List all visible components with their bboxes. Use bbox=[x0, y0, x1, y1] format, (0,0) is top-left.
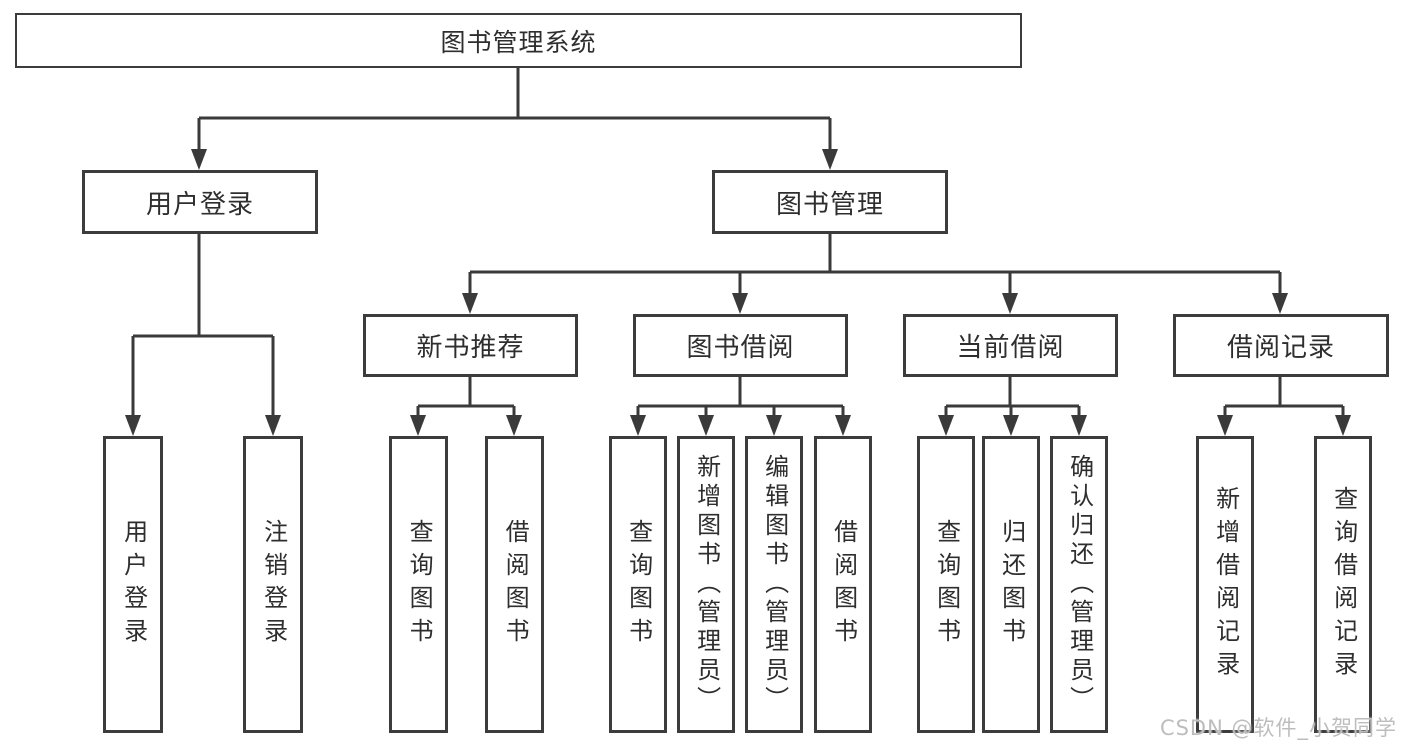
leaf-label: 注销登录 bbox=[259, 518, 288, 651]
leaf-label: 借阅图书 bbox=[829, 518, 858, 651]
arrowhead-down-icon bbox=[835, 415, 851, 436]
arrowhead-down-icon bbox=[191, 149, 207, 170]
leaf-add-borrow-record: 新增借阅记录 bbox=[1196, 436, 1254, 733]
connector-spine bbox=[946, 377, 1079, 408]
leaf-label: 确认归还（管理员） bbox=[1065, 454, 1094, 715]
connector-spine bbox=[418, 377, 514, 408]
leaf-label: 查询借阅记录 bbox=[1329, 485, 1358, 684]
arrowhead-down-icon bbox=[822, 149, 838, 170]
arrowhead-down-icon bbox=[1002, 293, 1018, 314]
arrowhead-down-icon bbox=[1003, 415, 1019, 436]
leaf-logout: 注销登录 bbox=[243, 436, 303, 733]
node-book-borrowing: 图书借阅 bbox=[633, 314, 848, 377]
arrowhead-down-icon bbox=[410, 415, 426, 436]
arrowhead-down-icon bbox=[1071, 415, 1087, 436]
leaf-query-books-current: 查询图书 bbox=[917, 436, 975, 733]
node-borrowing-records: 借阅记录 bbox=[1173, 314, 1389, 377]
node-label: 当前借阅 bbox=[956, 333, 1065, 363]
arrowhead-down-icon bbox=[732, 293, 748, 314]
leaf-edit-book-admin: 编辑图书（管理员） bbox=[745, 436, 803, 733]
node-user-login: 用户登录 bbox=[82, 170, 318, 234]
arrowhead-down-icon bbox=[1272, 293, 1288, 314]
node-label: 新书推荐 bbox=[416, 333, 525, 363]
node-current-borrowing: 当前借阅 bbox=[903, 314, 1118, 377]
node-label: 图书借阅 bbox=[686, 333, 795, 363]
arrowhead-down-icon bbox=[462, 293, 478, 314]
arrowhead-down-icon bbox=[698, 415, 714, 436]
connector-spine bbox=[1225, 377, 1343, 408]
leaf-borrow-books-borrowing: 借阅图书 bbox=[814, 436, 872, 733]
leaf-borrow-books-recommend: 借阅图书 bbox=[485, 436, 544, 733]
connector-spine bbox=[133, 234, 273, 338]
leaf-label: 用户登录 bbox=[119, 518, 148, 651]
leaf-label: 新增借阅记录 bbox=[1211, 485, 1240, 684]
leaf-add-book-admin: 新增图书（管理员） bbox=[677, 436, 735, 733]
connector-spine bbox=[638, 377, 843, 408]
leaf-query-books-recommend: 查询图书 bbox=[389, 436, 448, 733]
node-label: 图书管理系统 bbox=[440, 27, 597, 57]
node-book-management: 图书管理 bbox=[712, 170, 948, 234]
node-label: 图书管理 bbox=[775, 189, 884, 220]
leaf-query-books-borrowing: 查询图书 bbox=[609, 436, 667, 733]
leaf-confirm-return-admin: 确认归还（管理员） bbox=[1050, 436, 1108, 733]
connector-spine bbox=[199, 68, 830, 120]
arrowhead-down-icon bbox=[630, 415, 646, 436]
csdn-watermark: CSDN @软件_小贺同学 bbox=[1159, 716, 1397, 740]
node-library-management-system: 图书管理系统 bbox=[15, 13, 1022, 68]
node-label: 借阅记录 bbox=[1226, 333, 1335, 363]
leaf-label: 借阅图书 bbox=[501, 518, 530, 651]
leaf-query-borrow-record: 查询借阅记录 bbox=[1314, 436, 1372, 733]
arrowhead-down-icon bbox=[1217, 415, 1233, 436]
arrowhead-down-icon bbox=[506, 415, 522, 436]
leaf-label: 归还图书 bbox=[997, 518, 1026, 651]
arrowhead-down-icon bbox=[125, 415, 141, 436]
leaf-user-login: 用户登录 bbox=[103, 436, 163, 733]
node-label: 用户登录 bbox=[145, 189, 254, 220]
arrowhead-down-icon bbox=[938, 415, 954, 436]
arrowhead-down-icon bbox=[265, 415, 281, 436]
leaf-label: 查询图书 bbox=[405, 518, 434, 651]
leaf-return-books: 归还图书 bbox=[982, 436, 1040, 733]
leaf-label: 新增图书（管理员） bbox=[692, 454, 721, 715]
leaf-label: 查询图书 bbox=[932, 518, 961, 651]
arrowhead-down-icon bbox=[766, 415, 782, 436]
arrowhead-down-icon bbox=[1335, 415, 1351, 436]
leaf-label: 查询图书 bbox=[624, 518, 653, 651]
leaf-label: 编辑图书（管理员） bbox=[760, 454, 789, 715]
node-new-book-recommendation: 新书推荐 bbox=[363, 314, 578, 377]
connector-spine bbox=[470, 234, 1280, 274]
